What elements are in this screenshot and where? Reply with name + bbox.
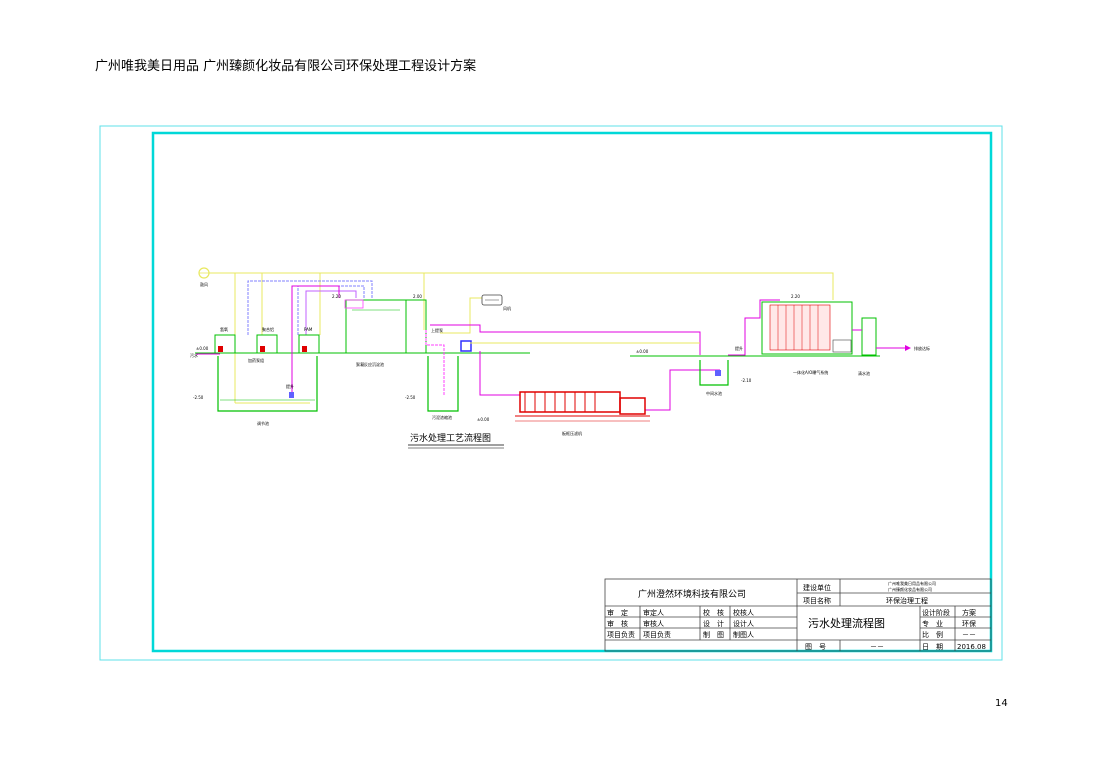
info-2-value: 环保 xyxy=(962,619,976,628)
drawing-no-value: －－ xyxy=(870,643,884,651)
build-unit-label: 建设单位 xyxy=(803,583,831,592)
dosing-pump-label: 加药泵组 xyxy=(248,357,264,363)
dosing-tank-3-label: PAM xyxy=(304,327,313,332)
dosing-line-1 xyxy=(247,280,373,335)
discharge-label: 排放达标 xyxy=(914,345,930,351)
lift-pump-2-icon xyxy=(715,370,721,376)
sheet-outer-frame xyxy=(99,125,1003,661)
info-4-label: 日 期 xyxy=(922,643,943,651)
dosing-line-3 xyxy=(305,290,357,335)
project-label: 项目名称 xyxy=(803,596,831,605)
row-2-col-4: 设计人 xyxy=(733,619,754,628)
air-to-blower xyxy=(440,297,482,334)
level-l2: -2.50 xyxy=(193,395,204,400)
build-unit-value-1: 广州唯我美日用品有限公司 xyxy=(888,580,936,586)
dosing-tank-2-label: 聚合铝 xyxy=(262,326,274,332)
page-number: 14 xyxy=(995,698,1008,709)
reaction-settle-label: 絮凝反应沉淀池 xyxy=(356,361,384,367)
fan-icon xyxy=(198,267,210,279)
adjust-pool xyxy=(217,356,318,412)
filter-press xyxy=(515,391,650,422)
sludge-pool-label: 污泥浓缩池 xyxy=(432,414,452,420)
settler-outlet-box xyxy=(405,299,427,354)
pump-b-label: 提升 xyxy=(735,345,743,351)
sewage-main-line xyxy=(430,324,701,355)
drawing-name: 污水处理流程图 xyxy=(808,616,885,630)
fan-label: 鼓风 xyxy=(200,281,208,287)
sheet-inner-frame xyxy=(151,131,993,653)
sewage-riser-2 xyxy=(728,299,780,356)
sludge-pump-icon xyxy=(460,340,472,352)
info-1-label: 设计阶段 xyxy=(922,608,950,617)
company-name: 广州澄然环境科技有限公司 xyxy=(638,588,746,600)
mbr-system xyxy=(761,301,853,355)
adjust-pool-label: 调节池 xyxy=(257,420,269,426)
info-4-value: 2016.08 xyxy=(957,643,986,651)
row-3-col-1: 项目负责 xyxy=(607,630,635,639)
info-1-value: 方案 xyxy=(962,608,976,617)
row-1-col-4: 校核人 xyxy=(733,608,754,617)
reaction-settling-tank xyxy=(344,299,407,354)
level-l7: ±0.00 xyxy=(636,349,649,354)
discharge-arrow-icon xyxy=(905,345,911,351)
mbr-label: 一体化A/O曝气系统 xyxy=(793,369,828,375)
row-3-col-2: 项目负责 xyxy=(643,630,671,639)
info-3-value: －－ xyxy=(962,631,976,639)
clear-water-pool xyxy=(861,317,877,356)
dosing-tank-1-label: 氢氧 xyxy=(220,326,228,332)
clear-pool-label: 清水池 xyxy=(858,370,870,376)
row-2-col-2: 审核人 xyxy=(643,619,664,628)
press-filtrate xyxy=(645,369,720,411)
sludge-concentration-pool xyxy=(427,356,459,412)
lift-pump-1-icon xyxy=(289,392,294,398)
level-l6: ±0.00 xyxy=(477,417,490,422)
pump-a-label: 提升 xyxy=(286,383,294,389)
level-l5: -2.50 xyxy=(405,395,416,400)
row-3-col-3: 制 图 xyxy=(703,630,724,639)
dosing-tank-3 xyxy=(298,334,320,354)
row-1-col-1: 审 定 xyxy=(607,608,628,617)
sewage-riser-1 xyxy=(291,285,340,392)
mid-pool-label: 中间水池 xyxy=(706,390,722,396)
settler-sludge-line xyxy=(425,330,445,395)
filter-press-label: 板框压滤机 xyxy=(562,430,582,436)
project-value: 环保治理工程 xyxy=(886,596,928,605)
mid-pool xyxy=(699,360,729,386)
row-1-col-3: 校 核 xyxy=(703,608,724,617)
info-3-label: 比 例 xyxy=(922,630,943,639)
blower-icon xyxy=(481,294,503,306)
wastewater-label: 污水 xyxy=(190,352,198,358)
info-2-label: 专 业 xyxy=(922,619,943,628)
air-main-pipe xyxy=(209,272,834,300)
sludge-to-press xyxy=(479,351,520,396)
page-header: 广州唯我美日用品 广州臻颜化妆品有限公司环保处理工程设计方案 xyxy=(95,59,477,74)
level-l4: 2.00 xyxy=(413,294,422,299)
row-2-col-1: 审 核 xyxy=(607,619,628,628)
blower-label: 风机 xyxy=(503,305,511,311)
sludge-pump-label: 上提泵 xyxy=(431,327,443,333)
row-2-col-3: 设 计 xyxy=(703,619,724,628)
dosing-tank-1 xyxy=(214,334,236,354)
level-l3: 2.20 xyxy=(332,294,341,299)
row-3-col-4: 制图人 xyxy=(733,630,754,639)
title-block xyxy=(604,578,992,652)
level-l8: -2.10 xyxy=(741,378,752,383)
process-diagram: 鼓风 氢氧 聚合铝 PAM 加药泵组 调节池 ±0. xyxy=(190,267,930,449)
drawing-no-label: 图 号 xyxy=(805,643,826,651)
dosing-tank-2 xyxy=(256,334,278,354)
level-l1: ±0.00 xyxy=(196,346,209,351)
build-unit-value-2: 广州臻颜化妆品有限公司 xyxy=(888,586,932,592)
row-1-col-2: 审定人 xyxy=(643,608,664,617)
level-l9: 2.20 xyxy=(791,294,800,299)
diagram-title: 污水处理工艺流程图 xyxy=(410,432,491,444)
